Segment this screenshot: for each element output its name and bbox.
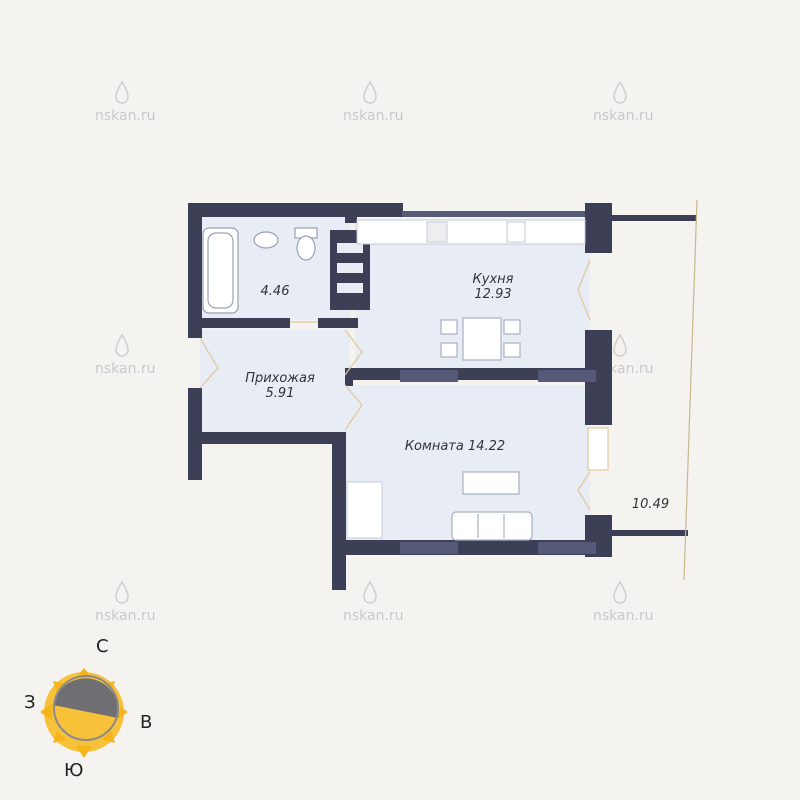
kitchen-counter	[356, 219, 586, 245]
watermark: nskan.ru	[95, 80, 156, 124]
sink-icon	[253, 231, 279, 249]
compass-east: В	[140, 712, 153, 733]
kitchen-area: 12.93	[474, 287, 512, 302]
watermark-logo-icon	[613, 580, 627, 604]
balcony-area-label: 10.49	[631, 497, 670, 512]
windows	[400, 211, 596, 554]
toilet-icon	[294, 227, 318, 261]
compass-north: С	[96, 636, 109, 657]
sofa-icon	[451, 511, 533, 541]
compass-west: З	[24, 692, 36, 713]
watermark: nskan.ru	[593, 80, 654, 124]
watermark-logo-icon	[613, 333, 627, 357]
tv-stand-icon	[462, 471, 520, 495]
balcony	[612, 199, 698, 581]
bathtub-icon	[202, 227, 239, 314]
hallway-area: 5.91	[265, 386, 295, 401]
moon-icon	[53, 675, 119, 741]
watermark-logo-icon	[115, 333, 129, 357]
dining-table-icon	[440, 317, 521, 361]
watermark: nskan.ru	[343, 80, 404, 124]
compass-south: Ю	[64, 760, 84, 781]
hallway-label: Прихожая 5.91	[240, 371, 320, 401]
watermark-logo-icon	[115, 580, 129, 604]
watermark: nskan.ru	[343, 580, 404, 624]
watermark-logo-icon	[115, 80, 129, 104]
watermark-logo-icon	[363, 580, 377, 604]
kitchen-label: Кухня 12.93	[458, 272, 528, 302]
watermark: nskan.ru	[95, 333, 156, 377]
watermark-logo-icon	[613, 80, 627, 104]
room-label: Комната 14.22	[404, 439, 506, 454]
watermark: nskan.ru	[95, 580, 156, 624]
kitchen-name: Кухня	[472, 272, 514, 287]
watermark-logo-icon	[363, 80, 377, 104]
wardrobe-icon	[346, 481, 383, 539]
watermark: nskan.ru	[593, 580, 654, 624]
ventilation-shaft	[337, 243, 363, 293]
hallway-floor	[200, 330, 350, 435]
balcony-door	[577, 259, 609, 511]
bathroom-area-label: 4.46	[260, 284, 290, 299]
door-swings	[199, 321, 363, 431]
hallway-name: Прихожая	[245, 371, 315, 386]
